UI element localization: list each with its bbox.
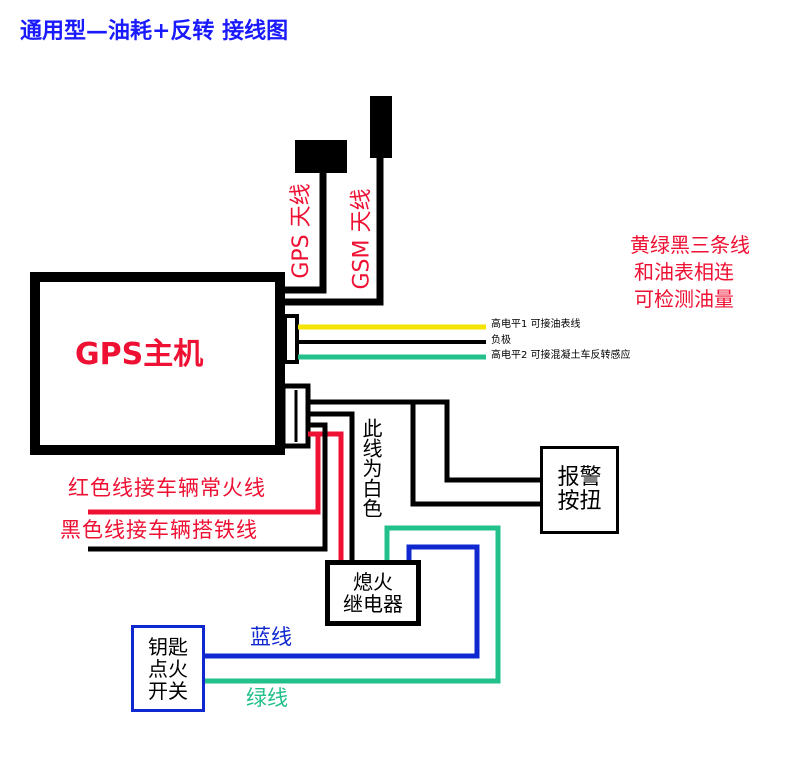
green-wire-label: 高电平2 可接混凝土车反转感应: [491, 350, 631, 361]
alarm-wire-2: [410, 402, 541, 507]
alarm-button-label: 按扭: [557, 489, 602, 514]
green-key-wire: [204, 525, 501, 684]
black-ground-wire: [88, 422, 328, 552]
yellow-wire-label: 高电平1 可接油表线: [491, 319, 581, 330]
fuel-note-line: 可检测油量: [634, 287, 734, 311]
gps-host-label: GPS主机: [75, 337, 204, 372]
gps-host-box: [30, 272, 285, 455]
ignition-key-label: 开关: [148, 678, 188, 703]
relay-box: 熄火 继电器: [325, 560, 421, 626]
alarm-button-box: 报警 按扭: [540, 446, 619, 534]
blue-wire-label: 蓝线: [250, 625, 292, 649]
fuel-note: 黄绿黑三条线 和油表相连 可检测油量: [630, 232, 750, 313]
green-key-wire-label: 绿线: [246, 686, 288, 710]
ignition-key-label: 钥匙: [148, 634, 188, 659]
red-wire-label: 红色线接车辆常火线: [68, 476, 266, 500]
blue-key-wire: [204, 544, 480, 659]
ignition-key-box: 钥匙 点火 开关: [131, 625, 205, 712]
alarm-wire-1: [308, 399, 541, 483]
gsm-antenna-label: GSM 天线: [349, 188, 375, 290]
white-relay-wire: [308, 411, 355, 562]
black-wire-label: 负极: [491, 335, 511, 346]
fuel-note-line: 黄绿黑三条线: [630, 233, 750, 257]
gsm-antenna-cable: [275, 157, 384, 306]
gps-antenna-label: GPS 天线: [289, 183, 314, 279]
black-wire-label: 黑色线接车辆搭铁线: [60, 518, 258, 542]
relay-label: 熄火: [353, 570, 393, 594]
fuel-note-line: 和油表相连: [634, 260, 734, 284]
gsm-antenna: [370, 96, 392, 158]
relay-label: 继电器: [343, 592, 403, 616]
page-title: 通用型—油耗+反转 接线图: [20, 18, 289, 44]
red-power-wire: [88, 431, 321, 515]
gps-antenna-cable: [278, 172, 327, 294]
sensor-connector: [283, 314, 299, 364]
gps-antenna: [295, 140, 347, 173]
white-wire-note: 此线为白色: [359, 418, 383, 518]
ignition-key-label: 点火: [148, 656, 188, 681]
alarm-button-label: 报警: [557, 464, 602, 490]
